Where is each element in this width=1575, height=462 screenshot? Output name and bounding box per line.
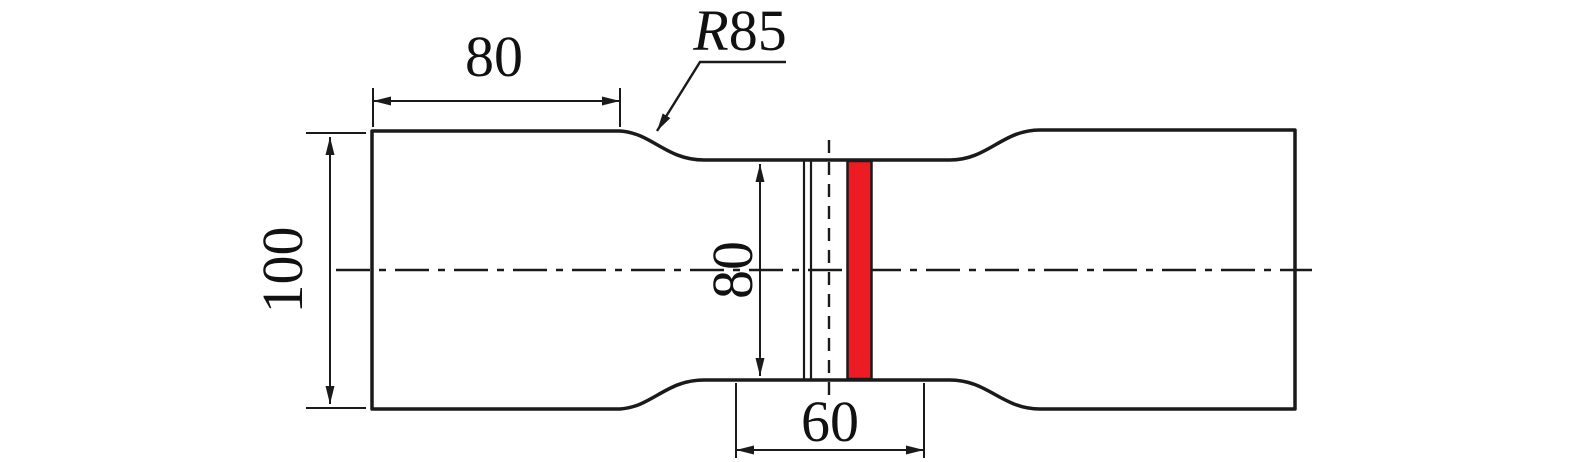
fillet-radius-label: R85 [692,0,786,63]
specimen-outline [370,128,1297,411]
grip-length-dimension-label: 80 [465,24,523,89]
fillet-radius-value: 85 [729,0,787,63]
weld-zone-dimension-label: 60 [801,389,859,454]
specimen-width-dimension-label: 100 [250,227,315,314]
fillet-radius-prefix: R [692,0,728,63]
reduced-width-dimension-label: 80 [700,241,765,299]
fillet-radius-leader-line [655,60,786,132]
weld-seam-strip [846,159,873,381]
